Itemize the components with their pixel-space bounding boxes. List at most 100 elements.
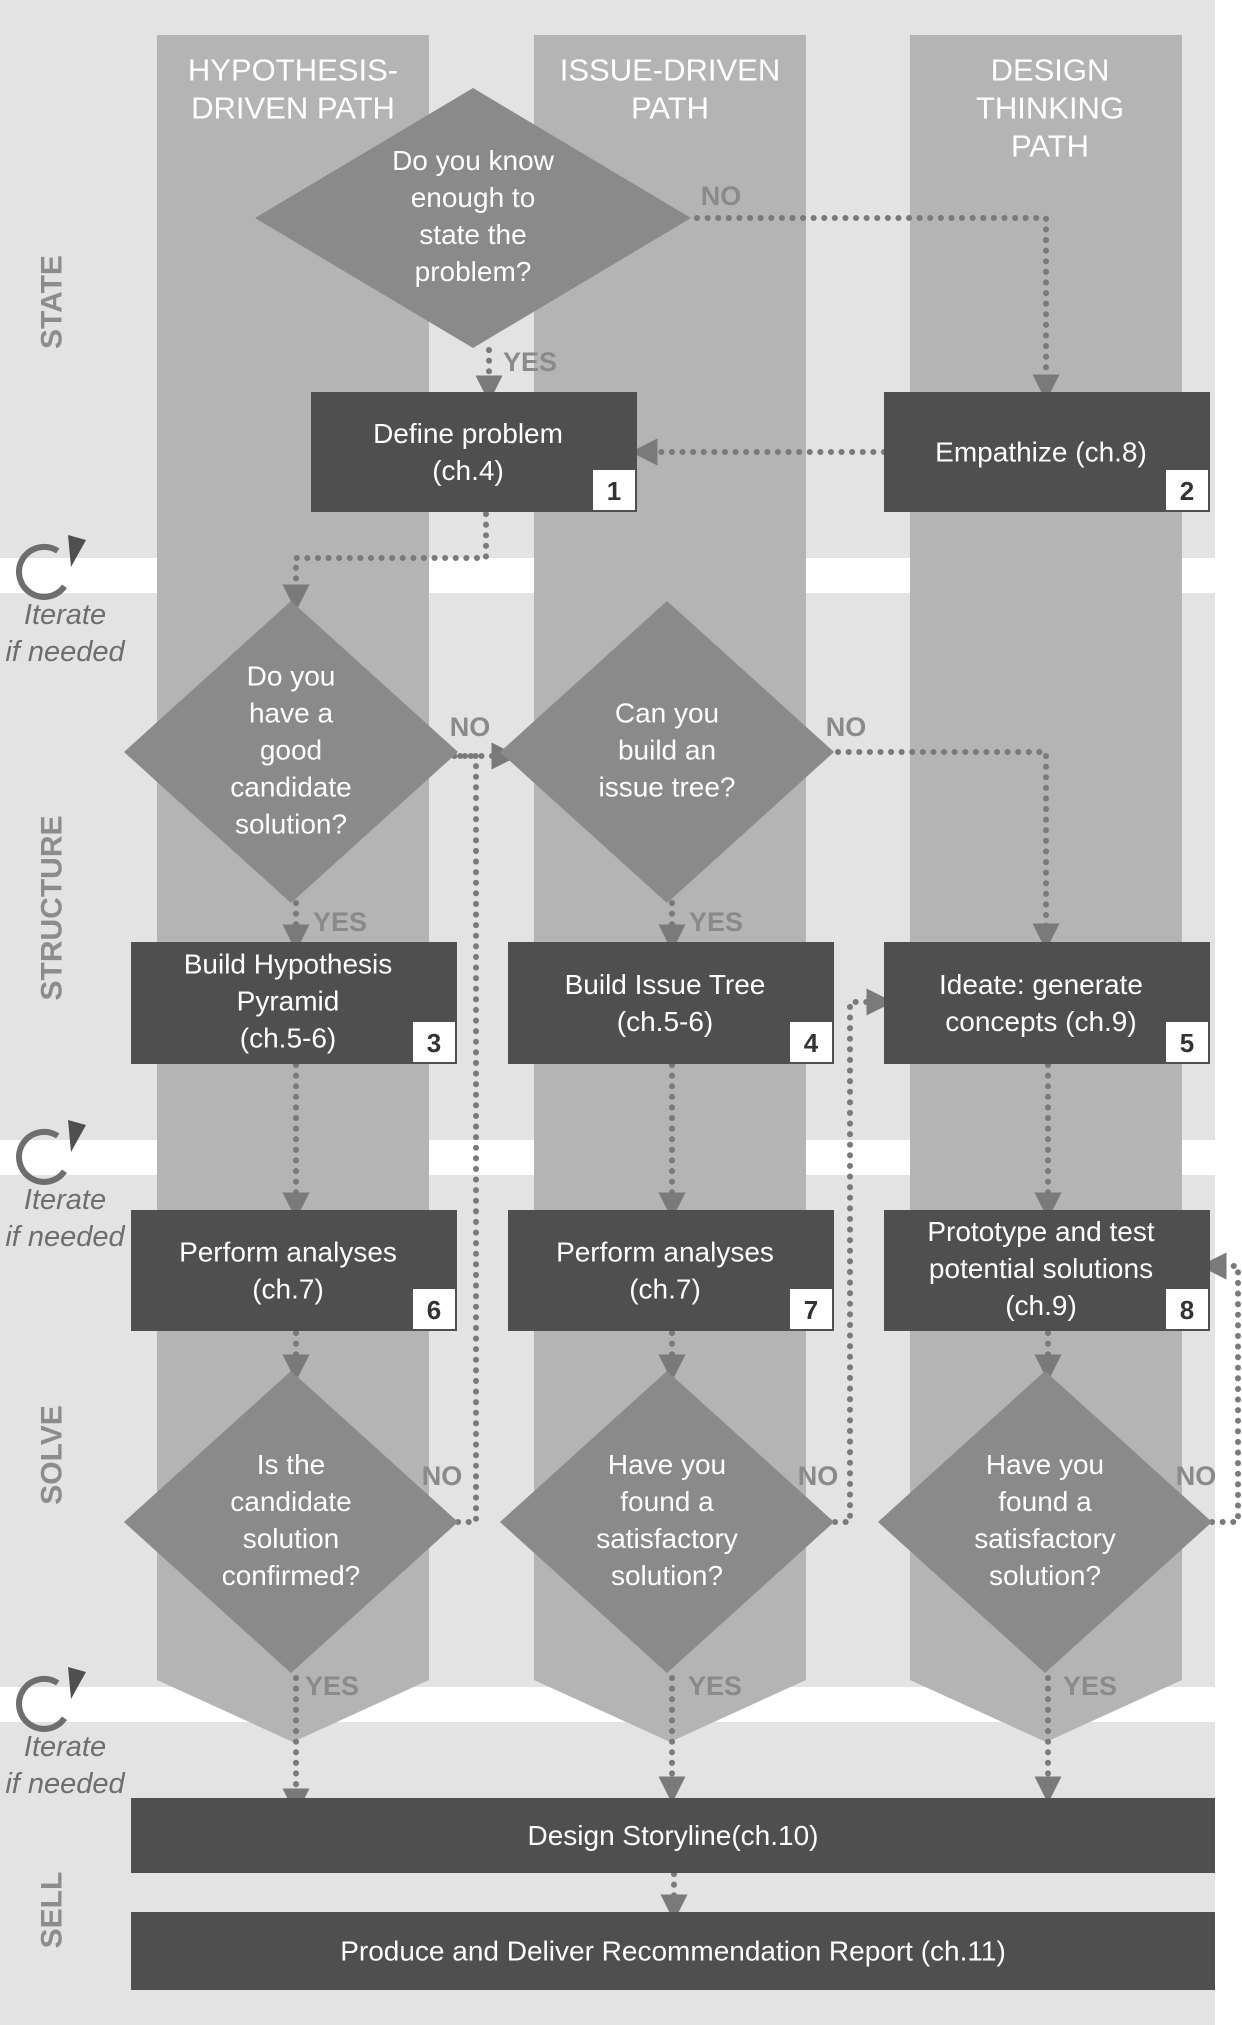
decision-know-enough-line: Do you know: [392, 145, 555, 176]
iterate-label: Iterate: [24, 1731, 106, 1763]
decision-know-enough-line: enough to: [411, 182, 536, 213]
design-header-line: DESIGN: [991, 53, 1110, 88]
step-number: 1: [607, 476, 621, 506]
iterate-icon: [16, 535, 86, 600]
step-define: Define problem (ch.4) 1: [311, 392, 637, 512]
decision-know-enough-line: problem?: [415, 256, 532, 287]
no-label: NO: [450, 712, 491, 742]
step-prototype-line: Prototype and test: [927, 1216, 1154, 1247]
step-report: Produce and Deliver Recommendation Repor…: [131, 1912, 1215, 1990]
step-pyramid-line: (ch.5-6): [240, 1023, 336, 1054]
phase-label-state: STATE: [36, 255, 69, 349]
step-number: 5: [1180, 1028, 1194, 1058]
arrow-q8-no: [1199, 1252, 1241, 1525]
hypothesis-header-line: DRIVEN PATH: [191, 91, 395, 126]
arrow-q4-no: [835, 749, 1060, 951]
decision-satisfactory-design-line: solution?: [989, 1560, 1101, 1591]
no-label: NO: [701, 181, 742, 211]
decision-issue-tree: Can you build an issue tree?: [500, 601, 834, 903]
step-prototype-line: (ch.9): [1005, 1290, 1077, 1321]
decision-know-enough-line: state the: [419, 219, 526, 250]
step-analyses-h-line: Perform analyses: [179, 1237, 397, 1268]
phase-label-sell: SELL: [36, 1872, 69, 1949]
issue-header-line: ISSUE-DRIVEN: [560, 53, 780, 88]
iterate-label: if needed: [5, 1768, 125, 1800]
decision-confirmed-line: candidate: [230, 1486, 351, 1517]
step-define-line: (ch.4): [432, 455, 504, 486]
no-label: NO: [1176, 1461, 1217, 1491]
step-number-badge: [593, 470, 635, 510]
step-number-badge: [790, 1022, 832, 1062]
step-number-badge: [1166, 1022, 1208, 1062]
yes-label: YES: [503, 347, 557, 377]
step-pyramid-line: Pyramid: [237, 986, 340, 1017]
no-label: NO: [826, 712, 867, 742]
step-analyses-i: Perform analyses (ch.7) 7: [508, 1210, 834, 1331]
decision-confirmed-line: Is the: [257, 1449, 325, 1480]
step-storyline: Design Storyline(ch.10): [131, 1798, 1215, 1873]
step-report-line: Produce and Deliver Recommendation Repor…: [340, 1936, 1006, 1967]
iterate-icon: [16, 1667, 86, 1732]
step-issue-tree-line: (ch.5-6): [617, 1006, 713, 1037]
issue-header-line: PATH: [631, 91, 709, 126]
design-header-line: PATH: [1011, 129, 1089, 164]
step-issue-tree-line: Build Issue Tree: [565, 969, 766, 1000]
step-number-badge: [413, 1289, 455, 1329]
decision-good-candidate-line: Do you: [247, 661, 336, 692]
yes-label: YES: [305, 1671, 359, 1701]
hypothesis-header-line: HYPOTHESIS-: [188, 53, 398, 88]
decision-good-candidate-line: good: [260, 735, 322, 766]
phase-label-solve: SOLVE: [36, 1405, 69, 1504]
step-ideate-line: concepts (ch.9): [945, 1006, 1136, 1037]
decision-satisfactory-issue-line: solution?: [611, 1560, 723, 1591]
step-analyses-h: Perform analyses (ch.7) 6: [131, 1210, 457, 1331]
iterate-label: Iterate: [24, 599, 106, 631]
no-label: NO: [798, 1461, 839, 1491]
decision-confirmed-line: solution: [243, 1523, 340, 1554]
decision-satisfactory-issue-line: found a: [620, 1486, 714, 1517]
step-empathize: Empathize (ch.8) 2: [884, 392, 1210, 512]
step-number: 2: [1180, 476, 1194, 506]
step-number: 7: [804, 1295, 818, 1325]
arrow-define-q2: [282, 511, 489, 612]
decision-good-candidate-line: candidate: [230, 772, 351, 803]
decision-good-candidate-line: solution?: [235, 809, 347, 840]
yes-label: YES: [313, 907, 367, 937]
decision-satisfactory-design-line: found a: [998, 1486, 1092, 1517]
step-number-badge: [1166, 470, 1208, 510]
yes-label: YES: [688, 1671, 742, 1701]
step-analyses-i-line: (ch.7): [629, 1274, 701, 1305]
iterate-label: if needed: [5, 636, 125, 668]
step-pyramid-line: Build Hypothesis: [184, 949, 393, 980]
decision-issue-tree-line: build an: [618, 735, 716, 766]
step-define-line: Define problem: [373, 418, 563, 449]
decision-satisfactory-issue-line: Have you: [608, 1449, 726, 1480]
decision-issue-tree-line: Can you: [615, 698, 719, 729]
step-number-badge: [1166, 1289, 1208, 1329]
arrow-q7-no: [832, 988, 894, 1525]
step-empathize-line: Empathize (ch.8): [935, 437, 1147, 468]
step-analyses-i-line: Perform analyses: [556, 1237, 774, 1268]
decision-satisfactory-design-line: satisfactory: [974, 1523, 1116, 1554]
decision-issue-tree-line: issue tree?: [599, 772, 736, 803]
decision-satisfactory-design-line: Have you: [986, 1449, 1104, 1480]
yes-label: YES: [689, 907, 743, 937]
no-label: NO: [422, 1461, 463, 1491]
iterate-icon: [16, 1120, 86, 1185]
design-header-line: THINKING: [976, 91, 1124, 126]
arrow-q6-no: [452, 742, 519, 1525]
step-number: 8: [1180, 1295, 1194, 1325]
yes-label: YES: [1063, 1671, 1117, 1701]
step-analyses-h-line: (ch.7): [252, 1274, 324, 1305]
step-number-badge: [413, 1022, 455, 1062]
decision-satisfactory-design: Have you found a satisfactory solution?: [878, 1371, 1212, 1673]
step-number: 4: [804, 1028, 819, 1058]
step-number: 6: [427, 1295, 441, 1325]
